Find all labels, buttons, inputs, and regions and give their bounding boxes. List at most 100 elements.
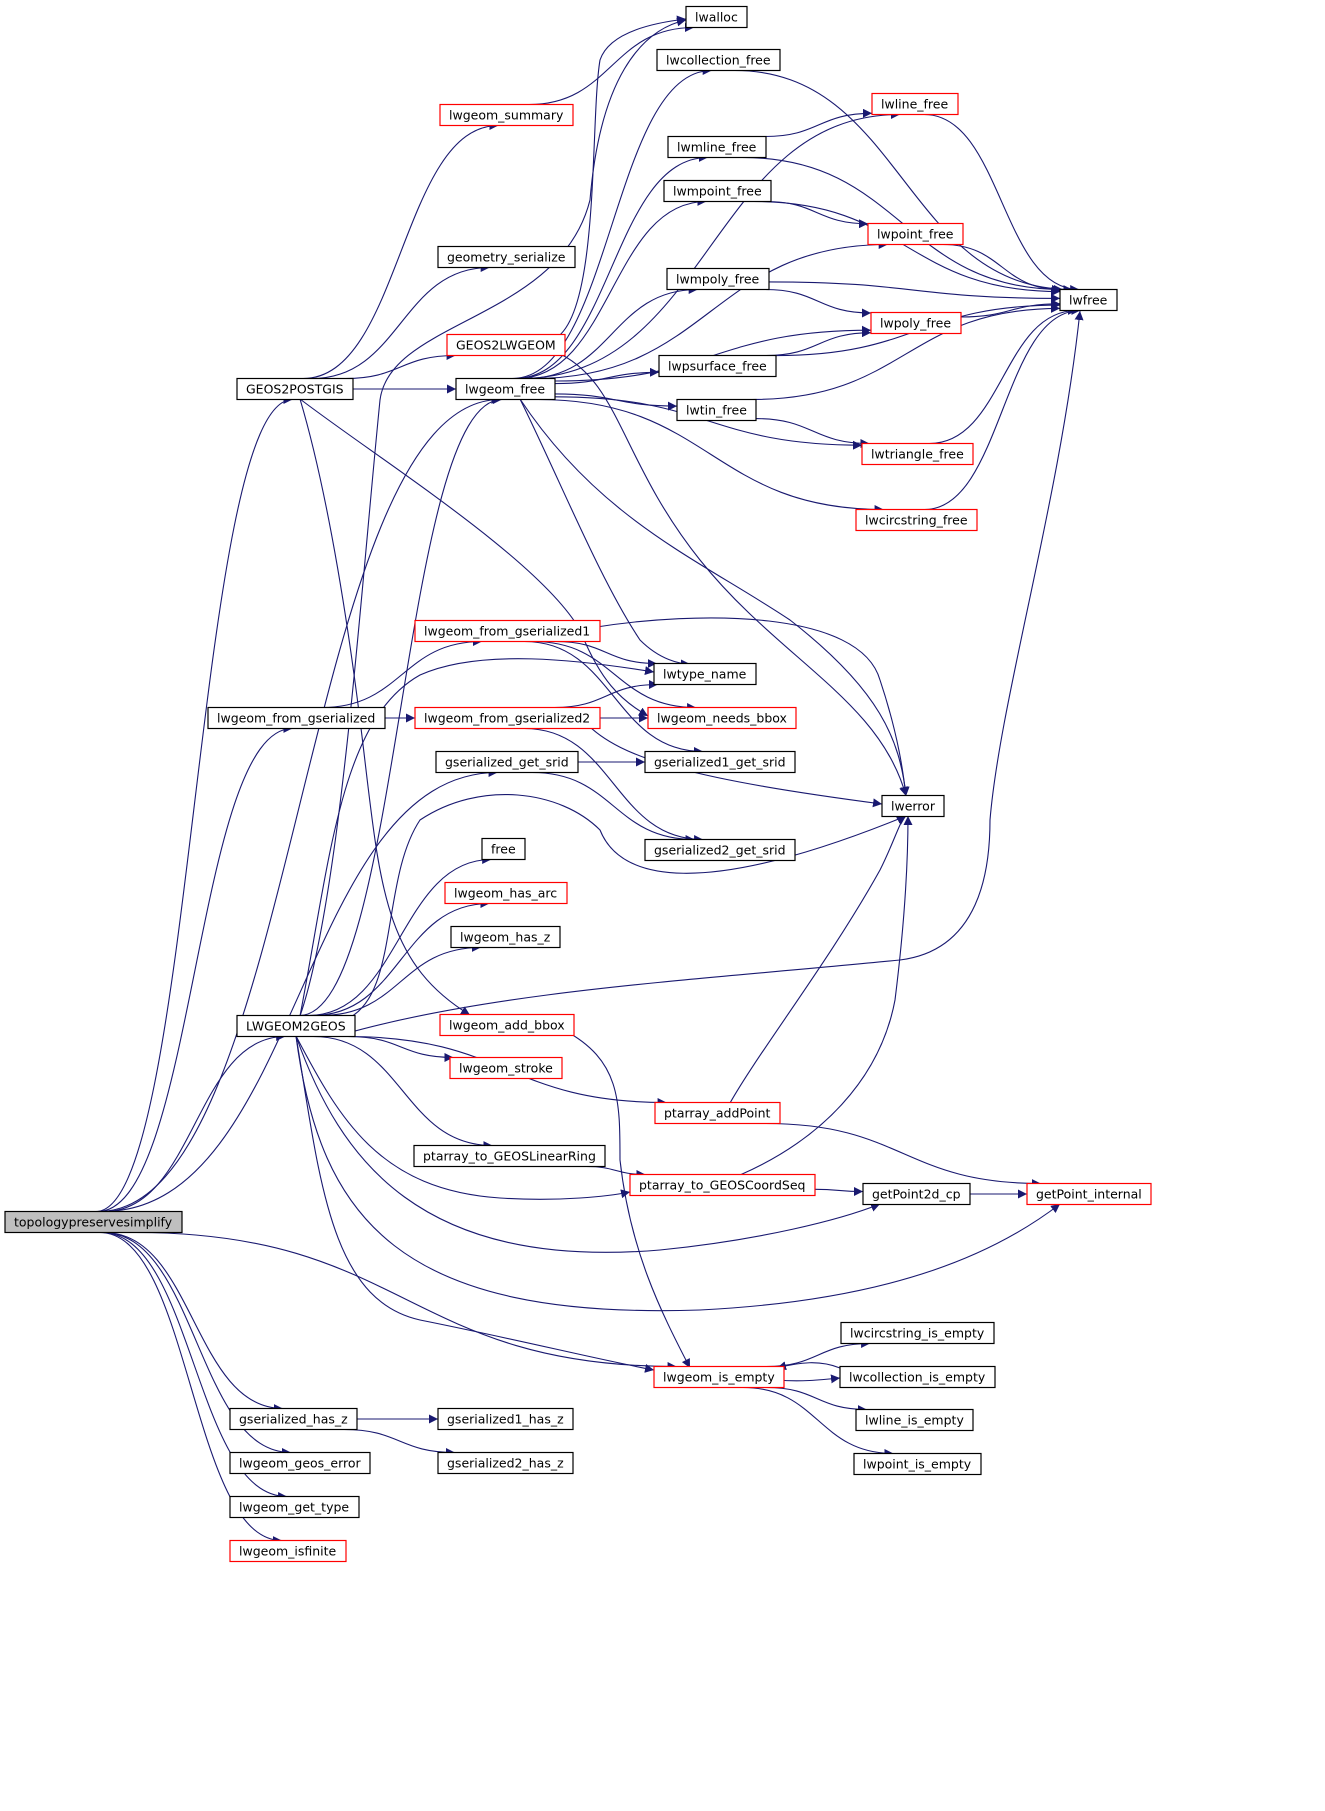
edge-LWGEOM2GEOS-to-lwgeom_is_empty [295, 1035, 655, 1373]
node-lwmpoly_free[interactable]: lwmpoly_free [666, 267, 770, 291]
node-lwline_is_empty[interactable]: lwline_is_empty [855, 1408, 974, 1432]
edge-lwpoly_free-to-lwfree [960, 299, 1061, 318]
node-lwpoint_is_empty[interactable]: lwpoint_is_empty [853, 1452, 982, 1476]
node-lwpoint_free[interactable]: lwpoint_free [867, 222, 964, 246]
node-ptarray_addPoint[interactable]: ptarray_addPoint [654, 1101, 781, 1125]
node-gserialized1_get_srid[interactable]: gserialized1_get_srid [644, 750, 796, 774]
node-box [653, 1365, 785, 1389]
node-getPoint_internal[interactable]: getPoint_internal [1026, 1182, 1152, 1206]
node-topologypreservesimplify[interactable]: topologypreservesimplify [4, 1210, 183, 1234]
node-gserialized2_get_srid[interactable]: gserialized2_get_srid [644, 838, 796, 862]
edge-LWGEOM2GEOS-to-ptarray_to_GEOSCoordSeq [295, 1035, 631, 1200]
node-lwmpoint_free[interactable]: lwmpoint_free [663, 179, 772, 203]
node-box [644, 750, 796, 774]
node-lwgeom_free[interactable]: lwgeom_free [455, 377, 556, 401]
node-box [236, 377, 354, 401]
node-box [413, 1144, 606, 1168]
node-box [449, 1056, 563, 1080]
edge-lwgeom_add_bbox-to-lwgeom_is_empty [563, 1029, 691, 1369]
node-lwtype_name[interactable]: lwtype_name [653, 662, 757, 686]
node-lwgeom_from_gserialized[interactable]: lwgeom_from_gserialized [207, 706, 386, 730]
edge-layer [95, 15, 1084, 1545]
node-LWGEOM2GEOS[interactable]: LWGEOM2GEOS [236, 1014, 356, 1038]
node-box [629, 1173, 816, 1197]
node-box [229, 1407, 358, 1431]
node-lwgeom_add_bbox[interactable]: lwgeom_add_bbox [439, 1013, 575, 1037]
edge-ptarray_addPoint-to-lwerror [729, 815, 907, 1104]
node-label: ptarray_to_GEOSLinearRing [423, 1149, 596, 1164]
node-lwtin_free[interactable]: lwtin_free [676, 398, 757, 422]
node-lwpoly_free[interactable]: lwpoly_free [870, 311, 962, 335]
node-label: lwmpoly_free [676, 272, 760, 287]
node-ptarray_to_GEOSLinearRing[interactable]: ptarray_to_GEOSLinearRing [413, 1144, 606, 1168]
node-lwcircstring_free[interactable]: lwcircstring_free [855, 508, 978, 532]
node-lwgeom_isfinite[interactable]: lwgeom_isfinite [229, 1539, 347, 1563]
node-label: GEOS2LWGEOM [456, 338, 556, 353]
node-GEOS2POSTGIS[interactable]: GEOS2POSTGIS [236, 377, 354, 401]
node-label: lwgeom_from_gserialized2 [424, 711, 590, 726]
edge-lwgeom_is_empty-to-lwcollection_is_empty [776, 1374, 841, 1384]
node-box [1026, 1182, 1152, 1206]
edge-lwgeom_free-to-lwmpoly_free [525, 285, 698, 380]
node-lwgeom_stroke[interactable]: lwgeom_stroke [449, 1056, 563, 1080]
node-box [229, 1495, 360, 1519]
edge-LWGEOM2GEOS-to-lwtype_name [299, 658, 655, 1017]
edge-topologypreservesimplify-to-lwgeom_get_type [100, 1231, 288, 1501]
node-label: lwfree [1069, 293, 1108, 308]
edge-topologypreservesimplify-to-gserialized_has_z [104, 1231, 283, 1413]
node-label: getPoint_internal [1036, 1187, 1142, 1202]
node-lwgeom_has_arc[interactable]: lwgeom_has_arc [444, 881, 568, 905]
edge-gserialized_get_srid-to-gserialized2_get_srid [532, 771, 695, 844]
node-box [653, 662, 757, 686]
node-lwcollection_is_empty[interactable]: lwcollection_is_empty [839, 1365, 996, 1389]
node-getPoint2d_cp[interactable]: getPoint2d_cp [862, 1182, 971, 1206]
node-ptarray_to_GEOSCoordSeq[interactable]: ptarray_to_GEOSCoordSeq [629, 1173, 816, 1197]
node-lwfree[interactable]: lwfree [1059, 288, 1118, 312]
edge-lwgeom_free-to-lwmline_free [514, 153, 708, 380]
node-lwgeom_summary[interactable]: lwgeom_summary [439, 103, 574, 127]
node-label: lwcollection_is_empty [849, 1370, 986, 1385]
node-box [236, 1014, 356, 1038]
node-lwerror[interactable]: lwerror [881, 794, 945, 818]
node-lwgeom_get_type[interactable]: lwgeom_get_type [229, 1495, 360, 1519]
edge-lwmpoly_free-to-lwfree [768, 281, 1061, 303]
node-lwgeom_from_gserialized2[interactable]: lwgeom_from_gserialized2 [414, 706, 601, 730]
edge-topologypreservesimplify-to-lwgeom_geos_error [102, 1231, 292, 1457]
node-lwmline_free[interactable]: lwmline_free [667, 135, 767, 159]
node-box [439, 1013, 575, 1037]
node-lwpsurface_free[interactable]: lwpsurface_free [658, 354, 777, 378]
node-lwgeom_is_empty[interactable]: lwgeom_is_empty [653, 1365, 785, 1389]
node-gserialized_has_z[interactable]: gserialized_has_z [229, 1407, 358, 1431]
node-lwalloc[interactable]: lwalloc [685, 5, 748, 29]
node-lwgeom_needs_bbox[interactable]: lwgeom_needs_bbox [647, 706, 797, 730]
edge-GEOS2POSTGIS-to-lwgeom_needs_bbox [299, 398, 649, 717]
edge-GEOS2LWGEOM-to-lwerror [555, 351, 908, 797]
node-gserialized2_has_z[interactable]: gserialized2_has_z [437, 1451, 574, 1475]
node-lwcircstring_is_empty[interactable]: lwcircstring_is_empty [840, 1321, 995, 1345]
edge-ptarray_to_GEOSLinearRing-to-ptarray_to_GEOSCoordSeq [586, 1165, 646, 1179]
node-label: lwgeom_get_type [239, 1500, 349, 1515]
edge-topologypreservesimplify-to-lwgeom_from_gserialized [97, 724, 293, 1213]
edge-LWGEOM2GEOS-to-lwalloc [299, 17, 687, 1017]
node-lwgeom_has_z[interactable]: lwgeom_has_z [450, 925, 561, 949]
edge-ptarray_to_GEOSCoordSeq-to-getPoint2d_cp [814, 1186, 864, 1196]
edge-LWGEOM2GEOS-to-getPoint_internal [295, 1035, 1061, 1312]
node-box [481, 837, 526, 861]
node-label: LWGEOM2GEOS [246, 1019, 346, 1034]
node-lwcollection_free[interactable]: lwcollection_free [656, 48, 781, 72]
node-box [455, 377, 556, 401]
node-gserialized1_has_z[interactable]: gserialized1_has_z [437, 1407, 574, 1431]
node-lwline_free[interactable]: lwline_free [871, 92, 959, 116]
edge-topologypreservesimplify-to-LWGEOM2GEOS [104, 1032, 286, 1213]
node-label: free [491, 842, 516, 857]
node-geometry_serialize[interactable]: geometry_serialize [437, 245, 576, 269]
node-box [853, 1452, 982, 1476]
node-gserialized_get_srid[interactable]: gserialized_get_srid [435, 750, 579, 774]
node-lwgeom_from_gserialized1[interactable]: lwgeom_from_gserialized1 [414, 619, 601, 643]
node-box [870, 311, 962, 335]
node-lwgeom_geos_error[interactable]: lwgeom_geos_error [229, 1451, 371, 1475]
node-GEOS2LWGEOM[interactable]: GEOS2LWGEOM [446, 333, 566, 357]
node-lwtriangle_free[interactable]: lwtriangle_free [861, 442, 974, 466]
node-free[interactable]: free [481, 837, 526, 861]
edge-lwgeom_from_gserialized1-to-lwerror [589, 617, 910, 797]
